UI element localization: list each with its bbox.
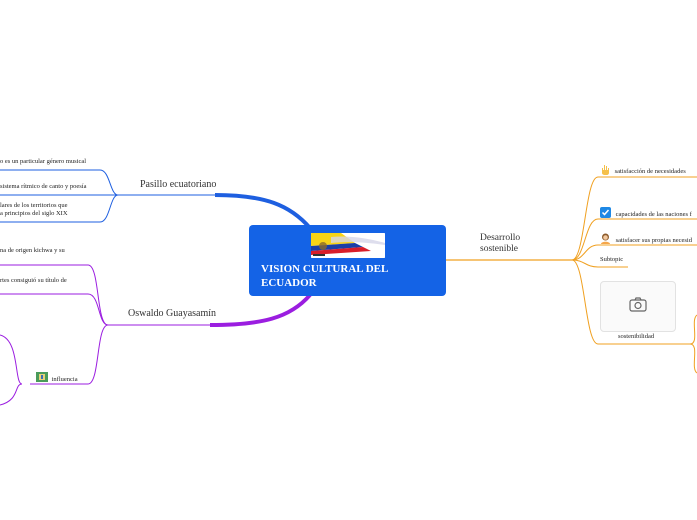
desarrollo-label-line1: Desarrollo <box>480 233 521 243</box>
camera-icon <box>629 297 647 317</box>
influencia-label: influencia <box>51 376 78 383</box>
checkbox-icon <box>600 207 611 221</box>
map-icon <box>36 372 48 385</box>
topic-pasillo-ecuatoriano[interactable]: Pasillo ecuatoriano <box>140 179 217 190</box>
guayasamin-subtopic-influencia[interactable]: influencia <box>36 371 78 384</box>
desarrollo-subtopic-satisfaccion[interactable]: satisfacción de necesidades <box>600 162 686 176</box>
pasillo-subtopic-genero[interactable]: o es un particular género musical <box>0 158 87 165</box>
central-topic-title: VISION CULTURAL DEL ECUADOR <box>261 263 388 289</box>
guayasamin-subtopic-origen[interactable]: na de origen kichwa y su <box>0 247 65 254</box>
purple-trunk <box>209 293 312 327</box>
desarrollo-subtopic-satisfacer[interactable]: satisfacer sus propias necesid <box>600 231 692 245</box>
satisfaccion-label: satisfacción de necesidades <box>614 168 686 175</box>
pasillo-subtopic-sistema[interactable]: sistema rítmico de canto y poesía <box>0 183 87 190</box>
desarrollo-subtopic-subtopic[interactable]: Subtopic <box>600 256 624 263</box>
person-icon <box>600 233 611 247</box>
capacidades-label: capacidades de las naciones f <box>615 211 692 218</box>
central-topic[interactable]: VISION CULTURAL DEL ECUADOR <box>249 225 446 296</box>
desarrollo-label-line2: sostenible <box>480 244 518 254</box>
desarrollo-subtopic-capacidades[interactable]: capacidades de las naciones f <box>600 205 692 219</box>
topic-desarrollo-sostenible[interactable]: Desarrollo sostenible <box>480 233 520 255</box>
ecuador-flag-image <box>311 233 385 258</box>
satisfacer-label: satisfacer sus propias necesid <box>615 237 692 244</box>
topic-oswaldo-guayasamin[interactable]: Oswaldo Guayasamín <box>128 308 217 319</box>
sostenibilidad-image-placeholder[interactable] <box>600 281 676 332</box>
guayasamin-subtopic-titulo[interactable]: rtes consiguió su título de <box>0 277 67 284</box>
pasillo-subtopic-territorios[interactable]: lares de los territorios que <box>0 202 68 209</box>
pasillo-subtopic-siglo[interactable]: a principios del siglo XIX <box>0 210 68 217</box>
hand-icon <box>600 164 610 178</box>
sostenibilidad-caption[interactable]: sostenibilidad <box>618 333 655 340</box>
blue-trunk <box>214 193 312 230</box>
